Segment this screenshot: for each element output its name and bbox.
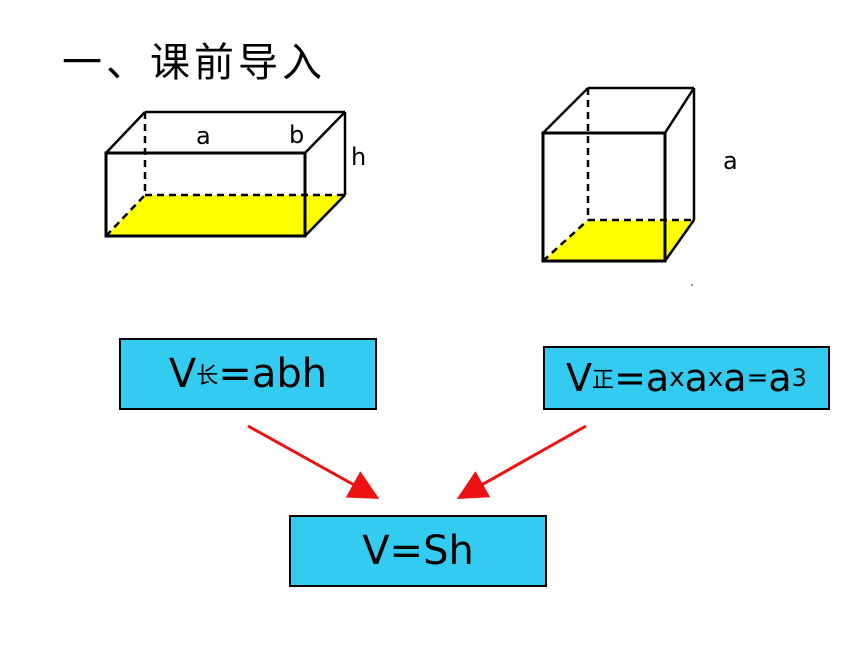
exponent: 3 — [791, 364, 807, 392]
arrow-left — [247, 424, 380, 499]
cuboid-base-face — [106, 195, 345, 236]
general-volume-formula: V=Sh — [289, 515, 547, 587]
cube-base-face — [543, 220, 694, 261]
volume-symbol: V — [168, 351, 197, 397]
cube-eq: = — [614, 356, 646, 400]
cube-subscript: 正 — [592, 368, 615, 393]
cube-a1: a — [645, 356, 670, 400]
cuboid-figure — [104, 110, 347, 238]
cube-eq2: = — [746, 363, 769, 393]
cuboid-rhs: =abh — [218, 351, 328, 397]
cuboid-subscript: 长 — [196, 364, 219, 389]
cuboid-length-label: a — [196, 122, 211, 150]
cube-figure — [541, 86, 696, 286]
cube-edge-label: a — [723, 147, 738, 175]
volume-symbol: V — [566, 356, 593, 400]
cuboid-width-label: b — [289, 121, 305, 149]
cuboid-height-label: h — [351, 143, 367, 171]
times-1: x — [669, 363, 685, 393]
arrow-right — [456, 424, 587, 499]
cube-a4: a — [768, 356, 792, 400]
cube-a3: a — [723, 356, 747, 400]
page-title: 一、课前导入 — [62, 40, 326, 86]
times-2: x — [707, 363, 724, 393]
cube-a2: a — [684, 356, 708, 400]
